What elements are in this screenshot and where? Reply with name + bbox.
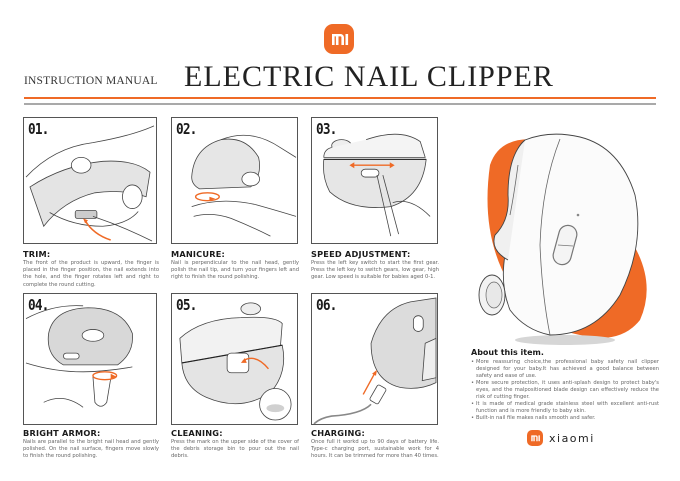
product-hero-image (470, 125, 670, 355)
about-section: About this item. More reassuring choice,… (471, 348, 659, 422)
step-panel-04: 04. (23, 293, 157, 425)
step-description: Press the mark on the upper side of the … (171, 439, 299, 460)
about-bullet: More reassuring choice,the professional … (471, 359, 659, 380)
step-panel-01: 01. (23, 117, 157, 244)
step-number: 05. (176, 296, 197, 314)
step-panel-02: 02. (171, 117, 298, 244)
step-number: 06. (316, 296, 337, 314)
step-panel-06: 06. (311, 293, 438, 425)
step-caption-03: SPEED ADJUSTMENT: Press the left key swi… (311, 249, 439, 282)
about-bullet: More secure protection, it uses anti-spl… (471, 380, 659, 401)
step-description: The front of the product is upward, the … (23, 260, 159, 288)
mi-logo-icon (324, 24, 354, 54)
footer-brand: xiaomi (527, 430, 595, 446)
step-description: Once full it workd up to 90 days of batt… (311, 439, 439, 460)
step-caption-05: CLEANING: Press the mark on the upper si… (171, 428, 299, 461)
step-number: 01. (28, 120, 49, 138)
step-number: 02. (176, 120, 197, 138)
trim-illustration (25, 125, 155, 242)
step-caption-01: TRIM: The front of the product is upward… (23, 249, 159, 289)
step-title: SPEED ADJUSTMENT: (311, 249, 411, 259)
step-number: 04. (28, 296, 49, 314)
step-description: Press the left key switch to start the f… (311, 260, 439, 281)
step-caption-06: CHARGING: Once full it workd up to 90 da… (311, 428, 439, 461)
charging-illustration (313, 297, 437, 424)
step-caption-04: BRIGHT ARMOR: Nails are parallel to the … (23, 428, 159, 461)
step-number: 03. (316, 120, 337, 138)
about-bullet: Built-in nail file makes nails smooth an… (471, 415, 659, 422)
about-bullet-list: More reassuring choice,the professional … (471, 359, 659, 422)
step-title: CLEANING: (171, 428, 223, 438)
speed-adjustment-illustration (323, 133, 431, 237)
step-title: CHARGING: (311, 428, 365, 438)
gray-divider (24, 103, 656, 105)
step-panel-03: 03. (311, 117, 438, 244)
mi-logo-icon (527, 430, 543, 446)
cleaning-illustration (179, 302, 292, 421)
bright-armor-illustration (25, 305, 133, 408)
xiaomi-wordmark: xiaomi (549, 431, 595, 445)
step-description: Nails are parallel to the bright nail he… (23, 439, 159, 460)
about-title: About this item. (471, 348, 544, 357)
about-bullet: It is made of medical grade stainless st… (471, 401, 659, 415)
page-title: ELECTRIC NAIL CLIPPER (184, 60, 554, 93)
accent-divider (24, 97, 656, 99)
manual-subtitle: INSTRUCTION MANUAL (24, 75, 158, 87)
step-description: Nail is perpendicular to the nail head, … (171, 260, 299, 281)
step-title: MANICURE: (171, 249, 226, 259)
step-panel-05: 05. (171, 293, 298, 425)
step-caption-02: MANICURE: Nail is perpendicular to the n… (171, 249, 299, 282)
step-title: BRIGHT ARMOR: (23, 428, 101, 438)
step-title: TRIM: (23, 249, 51, 259)
manicure-illustration (191, 134, 297, 237)
